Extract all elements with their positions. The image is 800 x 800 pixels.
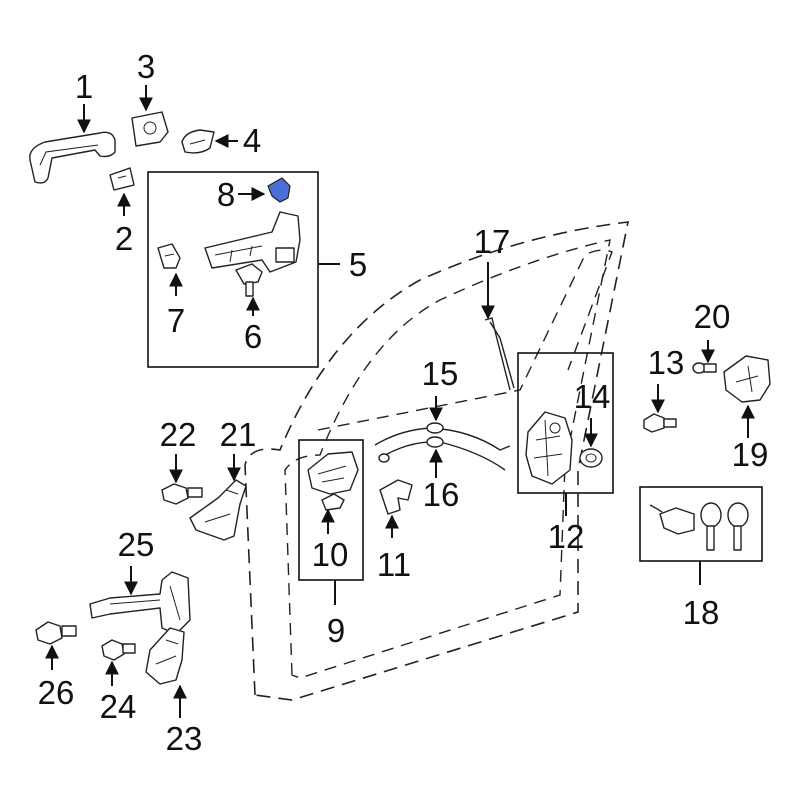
- callout-22: 22: [160, 416, 197, 453]
- callout-18: 18: [683, 594, 720, 631]
- part-check-bolt[interactable]: [35, 621, 77, 645]
- callout-14: 14: [574, 378, 611, 415]
- part-door-striker[interactable]: [723, 355, 771, 403]
- part-striker-bolt[interactable]: [643, 413, 677, 433]
- callout-16: 16: [423, 476, 460, 513]
- callout-19: 19: [732, 436, 769, 473]
- part-striker-screw[interactable]: [692, 362, 717, 374]
- part-door-lock-assembly[interactable]: [525, 411, 573, 485]
- callout-26: 26: [38, 674, 75, 711]
- part-door-hinge-lower[interactable]: [145, 627, 185, 685]
- part-outside-handle[interactable]: [29, 131, 116, 184]
- callout-2: 2: [115, 220, 133, 257]
- callout-20: 20: [694, 298, 731, 335]
- part-lock-grommet[interactable]: [579, 448, 603, 468]
- part-inside-handle-screw[interactable]: [321, 493, 345, 511]
- part-lock-cables[interactable]: [374, 422, 511, 471]
- callout-7: 7: [167, 302, 185, 339]
- part-handle-frame[interactable]: [204, 211, 301, 273]
- callout-11: 11: [377, 546, 411, 583]
- callout-3: 3: [137, 48, 155, 85]
- callout-9: 9: [327, 612, 345, 649]
- callout-10: 10: [312, 536, 349, 573]
- highlighted-part: [267, 177, 291, 203]
- part-lock-cylinder-clip[interactable]: [267, 177, 291, 203]
- door-outline: [244, 221, 630, 701]
- callout-6: 6: [244, 318, 262, 355]
- callout-13: 13: [648, 344, 685, 381]
- callout-24: 24: [100, 688, 137, 725]
- callout-8: 8: [217, 176, 235, 213]
- part-lock-cylinder-and-keys[interactable]: [649, 502, 749, 551]
- part-lock-rod[interactable]: [484, 317, 515, 391]
- callout-12: 12: [548, 518, 585, 555]
- part-handle-bezel[interactable]: [379, 479, 413, 515]
- part-handle-clip[interactable]: [109, 167, 135, 191]
- part-door-check[interactable]: [89, 571, 191, 635]
- part-handle-pad[interactable]: [181, 129, 215, 154]
- part-frame-clip[interactable]: [157, 243, 181, 269]
- part-frame-bolt[interactable]: [235, 263, 263, 297]
- callout-5: 5: [349, 246, 367, 283]
- callout-21: 21: [220, 416, 257, 453]
- part-hinge-bolt-lower[interactable]: [101, 639, 136, 661]
- part-handle-cover[interactable]: [131, 111, 169, 147]
- callout-4: 4: [243, 122, 261, 159]
- part-door-hinge-upper[interactable]: [189, 479, 247, 541]
- part-hinge-bolt-upper[interactable]: [161, 483, 203, 505]
- callout-1: 1: [75, 68, 93, 105]
- callout-23: 23: [166, 720, 203, 757]
- group-box-9: [298, 439, 364, 581]
- group-box-5: [147, 171, 319, 368]
- part-inside-handle[interactable]: [307, 451, 359, 495]
- callout-15: 15: [422, 355, 459, 392]
- callout-25: 25: [118, 526, 155, 563]
- callout-17: 17: [474, 223, 511, 260]
